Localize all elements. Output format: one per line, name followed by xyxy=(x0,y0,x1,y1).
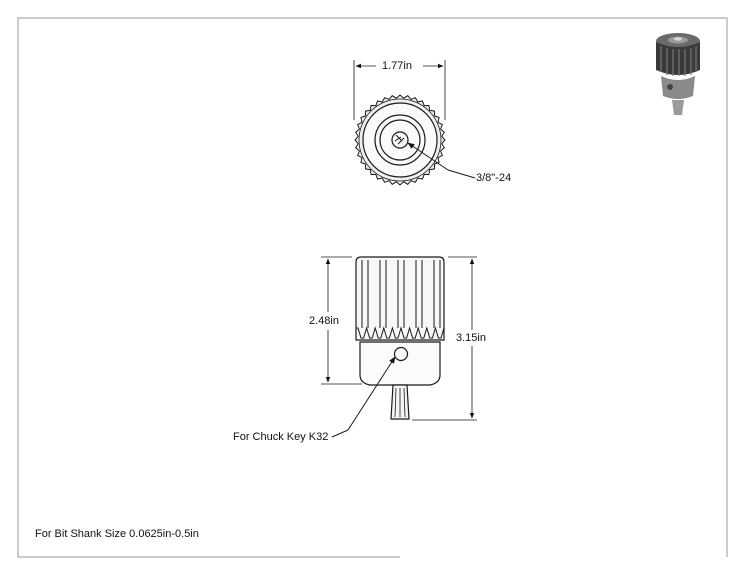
dim-top-diameter xyxy=(353,60,446,120)
drill-chuck-3d-thumbnail-icon xyxy=(656,33,700,115)
jaw-tips xyxy=(394,134,405,145)
dim-label-overall-height: 3.15in xyxy=(456,332,486,344)
front-view-ribs xyxy=(361,260,441,328)
dim-label-top-diameter: 1.77in xyxy=(382,60,412,72)
dim-label-body-height: 2.48in xyxy=(309,315,339,327)
dim-overall-height xyxy=(412,256,477,421)
front-view-teeth xyxy=(356,326,445,339)
top-view xyxy=(354,94,476,186)
note-bit-shank: For Bit Shank Size 0.0625in-0.5in xyxy=(35,528,199,540)
callout-chuck-key: For Chuck Key K32 xyxy=(233,431,329,443)
dim-label-thread: 3/8"-24 xyxy=(476,172,512,184)
front-view xyxy=(331,256,445,438)
sheet-frame xyxy=(17,17,728,558)
dim-body-height xyxy=(321,256,362,385)
